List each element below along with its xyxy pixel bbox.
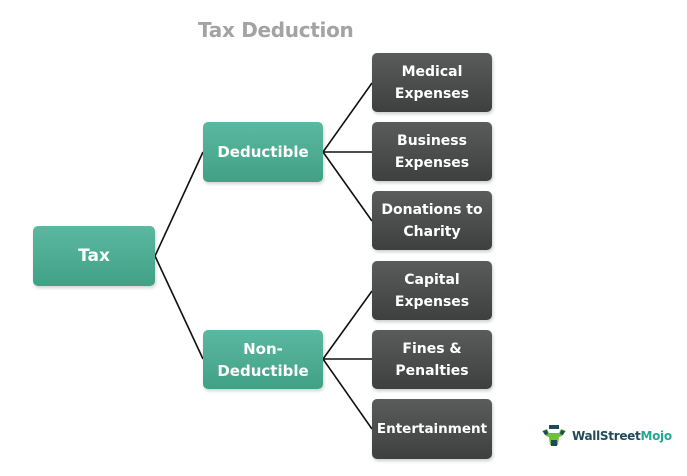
node-label: Expenses (394, 293, 470, 310)
node-donations-to-charity: Donations to Charity (372, 191, 492, 250)
logo-text-part2: Mojo (640, 429, 672, 443)
bull-icon (542, 425, 566, 446)
node-label: Charity (403, 223, 461, 240)
node-medical-expenses: Medical Expenses (372, 53, 492, 112)
node-tax: Tax (33, 226, 155, 286)
node-capital-expenses: Capital Expenses (372, 261, 492, 320)
node-non-deductible: Non- Deductible (203, 330, 323, 389)
node-label: Expenses (394, 85, 470, 102)
node-label: Penalties (395, 362, 469, 379)
logo-text: WallStreetMojo (572, 429, 672, 443)
wallstreetmojo-logo: WallStreetMojo (540, 425, 672, 447)
node-label: Entertainment (376, 421, 488, 437)
node-label: Capital (404, 271, 460, 288)
node-deductible-label: Deductible (217, 143, 309, 161)
node-deductible: Deductible (203, 122, 323, 182)
node-label: Expenses (394, 154, 470, 171)
node-non-deductible-line1: Non- (243, 339, 283, 358)
node-business-expenses: Business Expenses (372, 122, 492, 181)
node-label: Medical (401, 63, 463, 80)
node-tax-label: Tax (78, 246, 110, 266)
node-label: Donations to (381, 201, 483, 218)
node-entertainment: Entertainment (372, 399, 492, 459)
node-label: Business (397, 132, 467, 149)
diagram-title: Tax Deduction (198, 18, 354, 42)
node-fines-penalties: Fines & Penalties (372, 330, 492, 389)
node-non-deductible-line2: Deductible (217, 361, 309, 380)
logo-text-part1: WallStreet (572, 429, 641, 443)
node-label: Fines & (402, 340, 462, 357)
